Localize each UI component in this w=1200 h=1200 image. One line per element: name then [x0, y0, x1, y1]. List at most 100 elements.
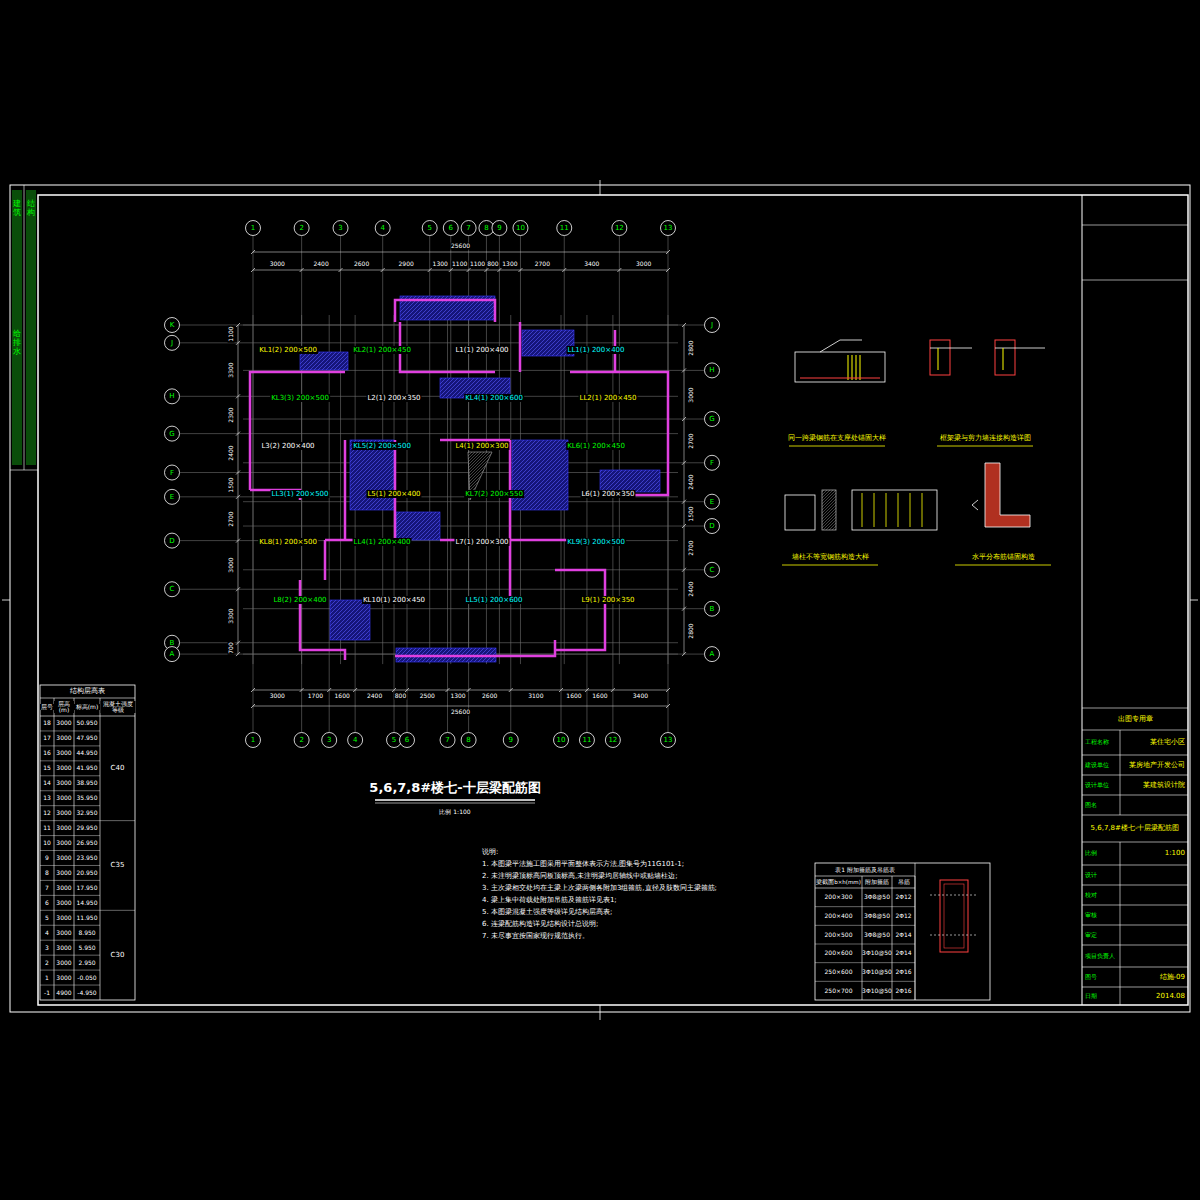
axis-bubble [554, 733, 569, 748]
dimension-line [253, 706, 668, 707]
axis-bubble [165, 426, 180, 441]
beam-annotation: L5(1) 200×400 [366, 490, 421, 498]
axis-number: B [170, 639, 175, 647]
dimension-tick [467, 688, 471, 692]
detail-line [820, 340, 862, 352]
dimension-tick [682, 461, 686, 465]
table-cell: 4900 [56, 989, 71, 996]
table-cell: -1 [44, 989, 50, 996]
dimension-tick [682, 524, 686, 528]
sign-strip-fill [26, 190, 36, 465]
table-cell: 8.950 [78, 929, 95, 936]
table-cell: 3Φ8@50 [864, 894, 890, 901]
axis-number: 4 [380, 224, 384, 232]
dimension-text: 1600 [334, 693, 351, 700]
beam-annotation: L2(1) 200×350 [366, 394, 421, 402]
title-block-text: 2014.08 [1156, 992, 1185, 1000]
axis-line [586, 315, 587, 732]
dimension-tick [251, 268, 255, 272]
table-title: 表1 附加箍筋及吊筋表 [834, 866, 896, 873]
axis-bubble [557, 221, 572, 236]
title-block-line [1082, 280, 1188, 281]
axis-bubble [492, 221, 507, 236]
table-cell: 35.950 [77, 795, 98, 802]
table-line [815, 876, 915, 877]
axis-number: 12 [615, 224, 624, 232]
dimension-text: 800 [394, 693, 407, 700]
table-cell: 200×400 [825, 913, 853, 920]
axis-bubble [661, 733, 676, 748]
dimension-tick [562, 268, 566, 272]
dimension-tick [236, 641, 240, 645]
table-line [74, 698, 75, 1000]
table-cell: 20.950 [77, 869, 98, 876]
title-block-line [1120, 730, 1121, 815]
axis-bubble [165, 335, 180, 350]
caption-underline [955, 565, 1051, 566]
table-cell: 2 [45, 959, 49, 966]
beam-annotation: KL6(1) 200×450 [566, 442, 626, 450]
rebar [930, 348, 972, 349]
dimension-text: 3000 [228, 556, 235, 573]
sign-strip-line [10, 470, 38, 471]
axis-number: 9 [509, 736, 513, 744]
axis-line [180, 642, 678, 643]
table-line [815, 925, 915, 926]
table-cell: 3000 [56, 825, 71, 832]
table-cell: 3 [45, 944, 49, 951]
dimension-tick [682, 607, 686, 611]
beam-annotation: LL5(1) 200×600 [465, 596, 524, 604]
sign-strip-text: 建筑 [13, 200, 21, 218]
detail-caption: 框架梁与剪力墙连接构造详图 [939, 434, 1032, 442]
table-line [40, 745, 100, 746]
axis-number: B [710, 605, 715, 613]
shear-wall [344, 440, 347, 540]
sign-strip-text: 给排水 [13, 330, 21, 356]
table-title: 结构层高表 [69, 687, 106, 695]
dimension-text: 1500 [688, 505, 695, 522]
table-line [815, 981, 915, 982]
table-cell: -0.050 [77, 974, 96, 981]
table-line [100, 698, 101, 1000]
caption-underline [782, 565, 878, 566]
axis-bubble [705, 455, 720, 470]
table-cell: 16 [43, 750, 51, 757]
axis-number: 4 [353, 736, 357, 744]
axis-line [329, 315, 330, 732]
axis-bubble [246, 733, 261, 748]
table-cell: 3000 [56, 795, 71, 802]
table-header: 附加箍筋 [865, 879, 889, 885]
dimension-tick [682, 652, 686, 656]
dimension-total: 25600 [450, 243, 471, 250]
dimension-tick [353, 688, 357, 692]
detail-caption: 墙柱不等宽钢筋构造大样 [791, 553, 870, 561]
shear-wall [440, 439, 510, 442]
dimension-tick [251, 704, 255, 708]
dimension-tick [300, 688, 304, 692]
table-line [100, 910, 135, 911]
axis-number: 12 [608, 736, 617, 744]
dimension-tick [236, 495, 240, 499]
beam-annotation: KL9(3) 200×500 [566, 538, 626, 546]
axis-bubble [348, 733, 363, 748]
beam-annotation: KL10(1) 200×450 [362, 596, 426, 604]
axis-bubble [705, 562, 720, 577]
title-block-text: 结施-09 [1160, 973, 1185, 981]
dimension-tick [682, 323, 686, 327]
note-text: 2. 未注明梁顶标高同板顶标高,未注明梁均居轴线中或贴墙柱边; [482, 872, 678, 880]
title-block-line [1082, 842, 1188, 843]
table-cell: 5.950 [78, 944, 95, 951]
shear-wall [570, 372, 668, 495]
dimension-tick [405, 688, 409, 692]
title-block-text: 比例 [1085, 850, 1097, 857]
title-block-line [1082, 865, 1188, 866]
detail-wall [852, 490, 937, 530]
table-header: 梁截面b×h(mm) [816, 879, 861, 885]
table-line [815, 888, 915, 889]
beam-annotation: KL2(1) 200×450 [352, 346, 412, 354]
title-block-border [1082, 195, 1083, 1005]
table-cell: 3000 [56, 720, 71, 727]
axis-number: 2 [299, 224, 303, 232]
axis-line [468, 315, 469, 732]
table-line [40, 910, 100, 911]
